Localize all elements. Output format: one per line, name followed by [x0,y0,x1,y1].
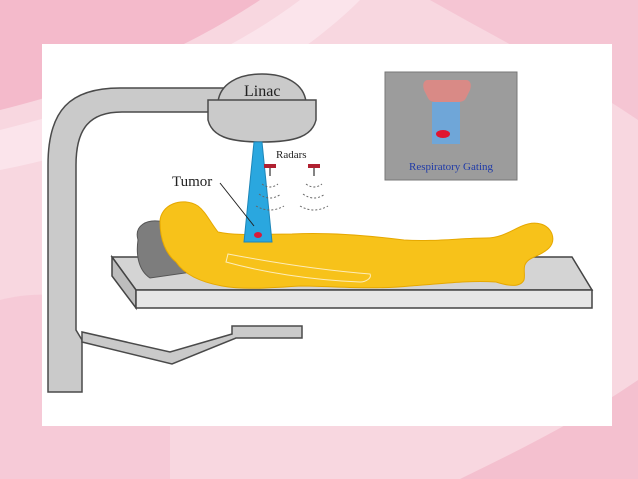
gating-label: Respiratory Gating [409,161,494,173]
radars-label: Radars [276,149,307,161]
tumor-label: Tumor [172,174,212,190]
gating-linac-icon [423,80,471,102]
linac-collimator [207,99,317,143]
tumor-pointer [219,182,255,227]
tumor-marker [254,232,262,238]
linac-label: Linac [244,83,280,100]
radar-sensor-right [299,164,329,211]
treatment-couch-edge [135,289,593,309]
patient-arm [225,253,371,283]
radiation-beam [243,141,273,243]
gating-tumor-icon [436,130,450,138]
radar-sensor-left [255,164,285,211]
linac-head [217,73,307,103]
couch-support-arm [81,325,303,365]
gating-beam-icon [432,102,460,144]
